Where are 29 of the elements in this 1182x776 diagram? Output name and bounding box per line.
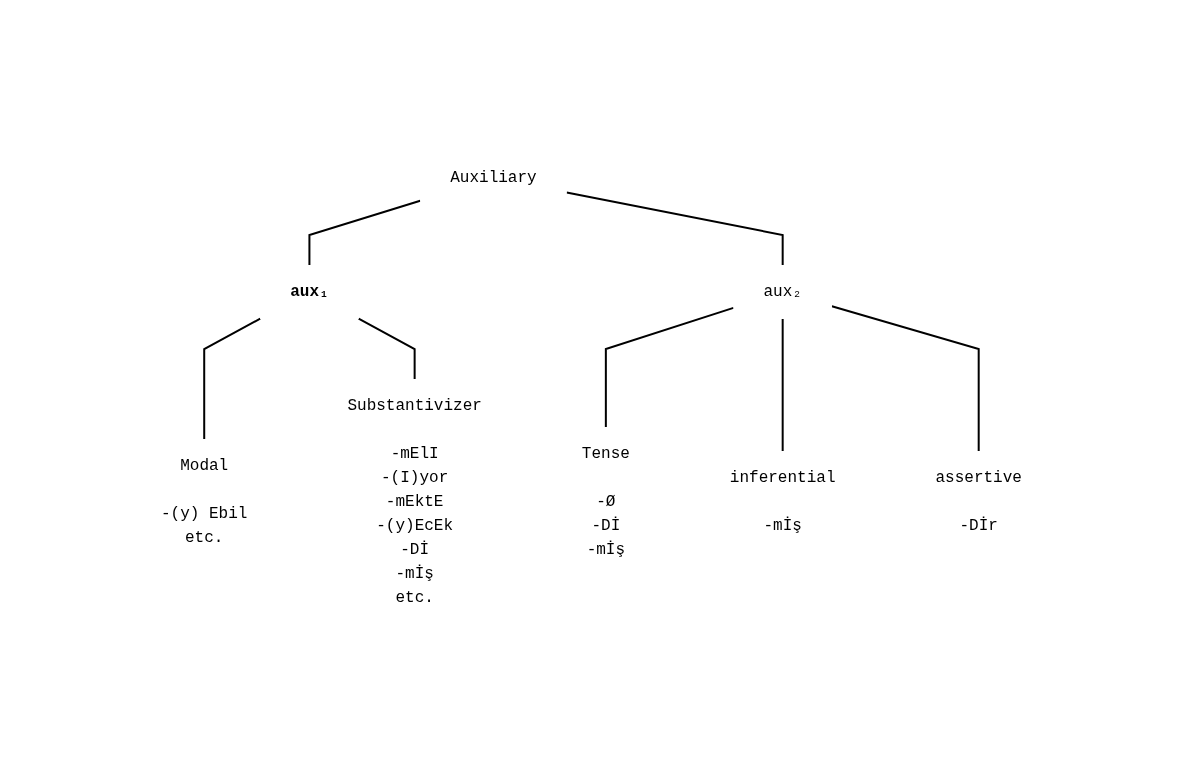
node-text: Tense: [581, 445, 630, 463]
node-label: etc.: [394, 589, 434, 607]
connector: [307, 199, 421, 266]
node-label: etc.: [184, 529, 223, 547]
node-label: -mİş: [586, 541, 625, 559]
node-label: -(I)yor: [380, 469, 448, 487]
node-label: -Dİ: [590, 517, 620, 535]
node-label: -(y) Ebil: [160, 505, 247, 523]
connector: [565, 191, 784, 266]
node-label: -mEktE: [385, 493, 443, 511]
node-label: -mİş: [394, 565, 434, 583]
node-text: assertive: [935, 469, 1022, 487]
connector: [781, 318, 784, 452]
node-label: -mElI: [390, 445, 439, 463]
connector: [357, 317, 416, 380]
node-label: -Ø: [595, 493, 615, 511]
node-text: inferential: [729, 469, 836, 487]
connector: [604, 306, 734, 428]
connector: [202, 317, 261, 440]
node-text: aux₂: [763, 283, 802, 301]
node-label: -Dİ: [399, 541, 429, 559]
node-label: -mİş: [763, 517, 802, 535]
node-text: Modal: [179, 457, 228, 475]
connector: [830, 305, 980, 452]
node-text: Auxiliary: [449, 169, 537, 187]
node-label: -Dİr: [959, 517, 998, 535]
node-text: aux₁: [289, 283, 329, 301]
node-label: -(y)EcEk: [375, 517, 453, 535]
node-text: Substantivizer: [346, 397, 482, 415]
